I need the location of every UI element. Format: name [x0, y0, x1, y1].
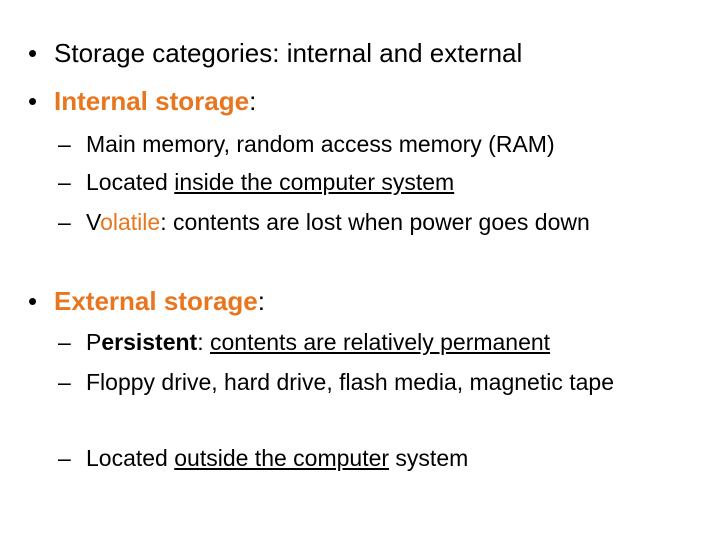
term-first-letter: P [86, 329, 102, 355]
underlined-phrase: outside the computer [174, 445, 390, 471]
bullet-marker: • [28, 38, 38, 68]
bullet-storage-categories: • Storage categories: internal and exter… [28, 38, 698, 68]
sub-item-media-types: – Floppy drive, hard drive, flash media,… [58, 366, 678, 398]
sub-item-located-inside: – Located inside the computer system [58, 166, 678, 198]
dash-marker: – [58, 209, 71, 235]
title-colon: : [257, 286, 265, 316]
dash-marker: – [58, 369, 71, 395]
sub-item-main-memory: – Main memory, random access memory (RAM… [58, 128, 678, 160]
bullet-marker: • [28, 286, 38, 316]
term-persistent: ersistent [101, 329, 198, 355]
sub-item-located-outside: – Located outside the computer system [58, 442, 678, 474]
sub-item-prefix: Located [86, 445, 175, 471]
bullet-external-storage: • External storage: [28, 286, 698, 316]
dash-marker: – [58, 329, 71, 355]
sub-item-text: Main memory, random access memory (RAM) [86, 131, 555, 157]
external-storage-title: External storage [54, 286, 258, 316]
dash-marker: – [58, 169, 71, 195]
title-colon: : [249, 86, 257, 116]
dash-marker: – [58, 131, 71, 157]
bullet-marker: • [28, 86, 38, 116]
bullet-internal-storage: • Internal storage: [28, 86, 698, 116]
sub-item-volatile: – Volatile: contents are lost when power… [58, 206, 678, 238]
bullet-text: Storage categories: internal and externa… [54, 38, 523, 68]
internal-storage-title: Internal storage [54, 86, 250, 116]
sub-item-text: Floppy drive, hard drive, flash media, m… [86, 369, 614, 395]
sub-item-suffix: system [389, 445, 469, 471]
underlined-phrase: contents are relatively permanent [210, 329, 551, 355]
sub-item-persistent: – Persistent: contents are relatively pe… [58, 326, 678, 358]
term-first-letter: V [86, 209, 101, 235]
term-colon: : [197, 329, 210, 355]
term-volatile: olatile [100, 209, 161, 235]
underlined-phrase: inside the computer system [174, 169, 455, 195]
dash-marker: – [58, 445, 71, 471]
sub-item-prefix: Located [86, 169, 175, 195]
sub-item-rest: : contents are lost when power goes down [160, 209, 590, 235]
